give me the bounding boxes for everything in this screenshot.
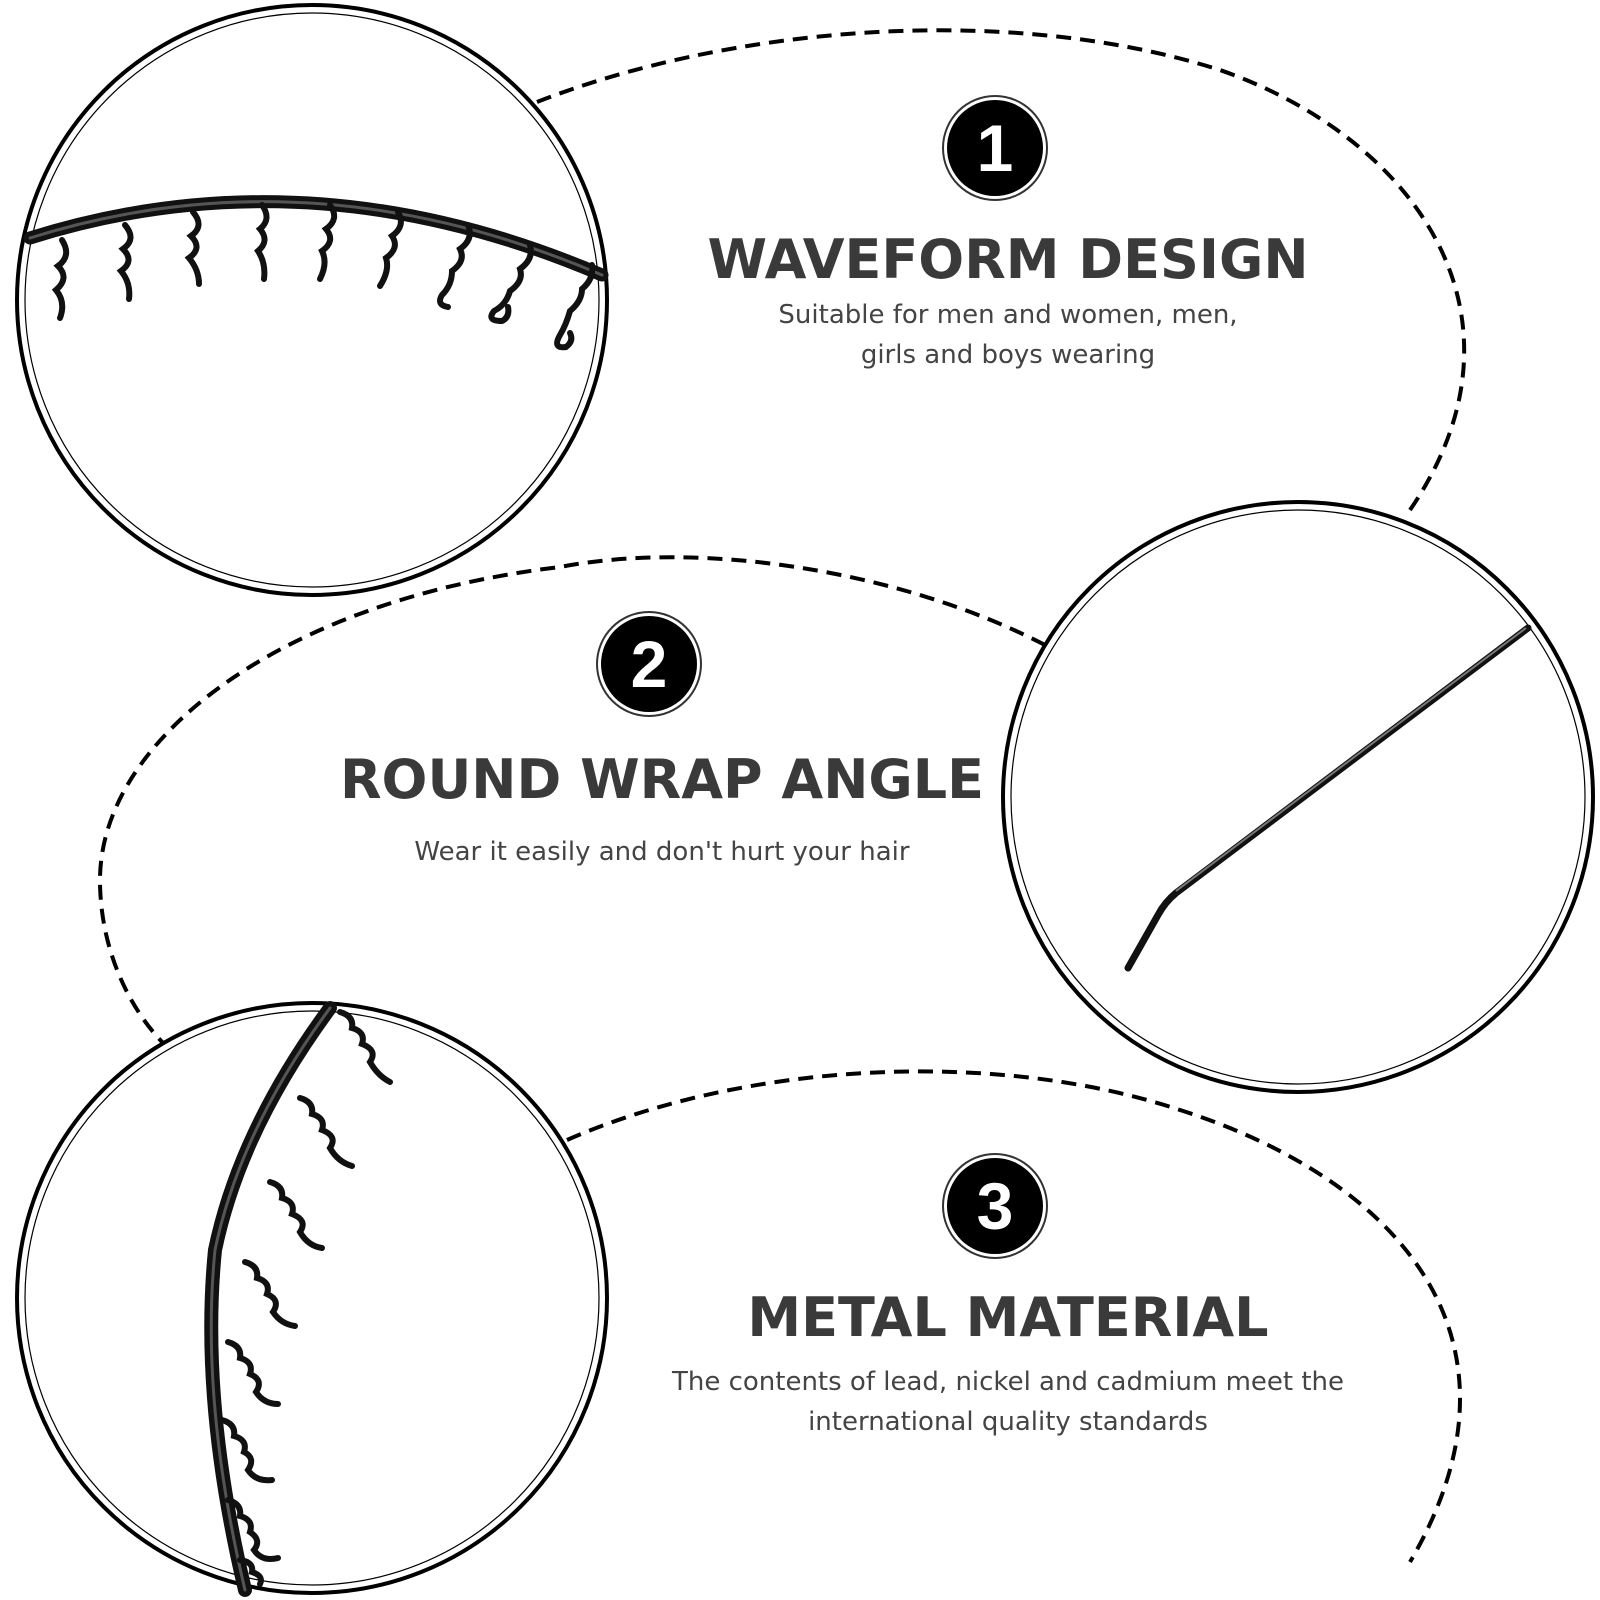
headband-metal-image	[204, 1001, 393, 1597]
feature-1-description-line-1: Suitable for men and women, men,	[778, 300, 1238, 330]
step-2-badge: 2	[601, 616, 697, 712]
dashed-curve-middle	[97, 555, 1046, 1047]
feature-3-description-line-2: international quality standards	[808, 1407, 1208, 1437]
feature-1-description-line-2: girls and boys wearing	[860, 340, 1156, 370]
feature-3-title: METAL MATERIAL	[747, 1286, 1269, 1349]
detail-circle-wrap-angle	[1001, 500, 1595, 1094]
feature-2-description: Wear it easily and don't hurt your hair	[414, 837, 910, 867]
detail-circle-waveform	[15, 3, 609, 597]
feature-2-title: ROUND WRAP ANGLE	[339, 748, 985, 811]
dashed-curve-bottom	[566, 1069, 1462, 1564]
feature-3-description-line-1: The contents of lead, nickel and cadmium…	[671, 1367, 1345, 1397]
detail-circle-metal	[15, 1001, 609, 1597]
feature-1-title: WAVEFORM DESIGN	[707, 228, 1309, 291]
dashed-curve-top	[536, 28, 1466, 512]
headband-waveform-image	[23, 195, 609, 351]
step-1-badge: 1	[947, 100, 1043, 196]
step-3-badge: 3	[947, 1158, 1043, 1254]
wire-end-image	[1124, 624, 1532, 972]
